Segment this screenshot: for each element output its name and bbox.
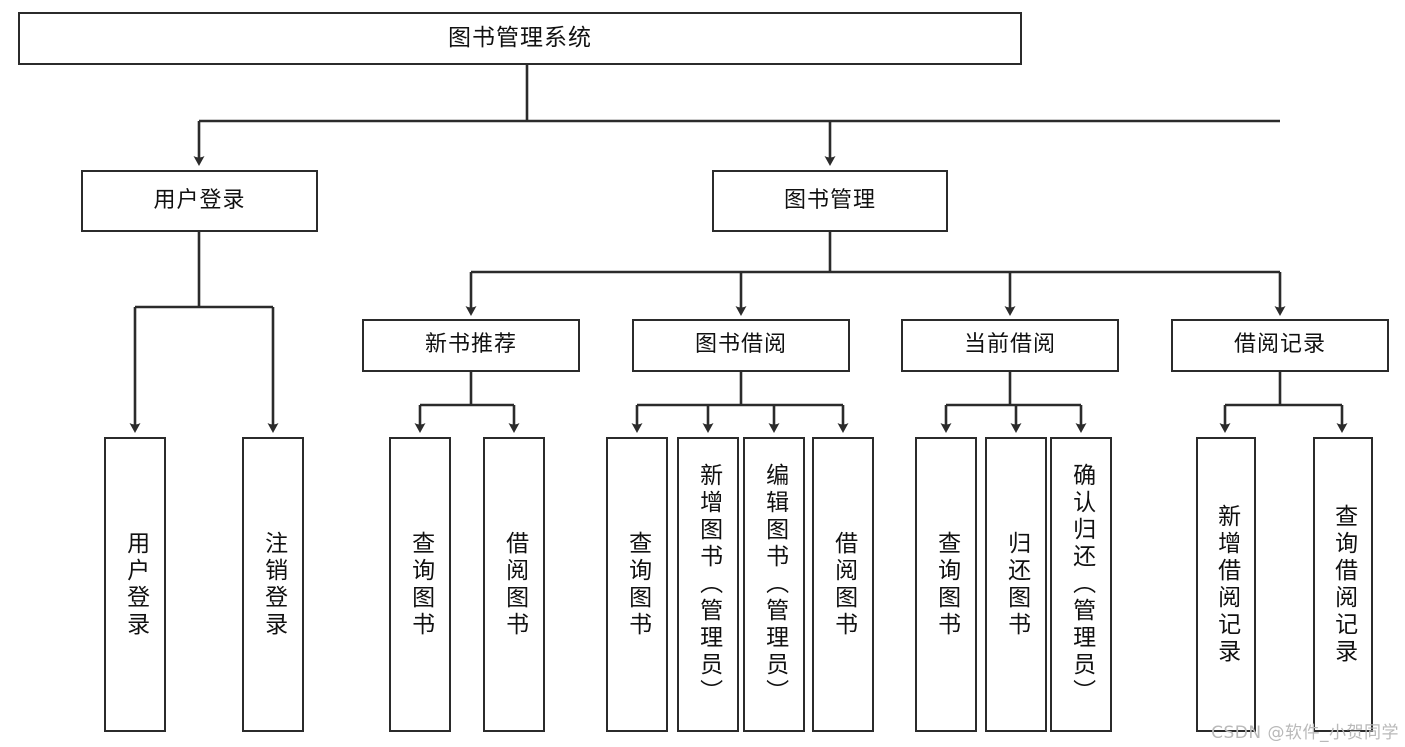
node-label: 查询图书: [407, 530, 434, 639]
leaf-borrow-edit-book-admin[interactable]: 编辑图书（管理员）: [743, 437, 805, 732]
node-label: 查询图书: [624, 530, 651, 639]
node-new-book-recommend[interactable]: 新书推荐: [362, 319, 580, 372]
node-label: 确认归还（管理员）: [1068, 463, 1095, 706]
node-label: 新增图书（管理员）: [695, 463, 722, 706]
node-current-borrow[interactable]: 当前借阅: [901, 319, 1119, 372]
node-label: 新书推荐: [424, 332, 517, 358]
leaf-current-return-book[interactable]: 归还图书: [985, 437, 1047, 732]
node-label: 图书借阅: [694, 332, 787, 358]
node-label: 新增借阅记录: [1213, 503, 1240, 666]
leaf-current-confirm-return-admin[interactable]: 确认归还（管理员）: [1050, 437, 1112, 732]
node-label: 编辑图书（管理员）: [761, 463, 788, 706]
node-label: 查询借阅记录: [1330, 503, 1357, 666]
leaf-borrow-query-book[interactable]: 查询图书: [606, 437, 668, 732]
leaf-borrow-borrow-book[interactable]: 借阅图书: [812, 437, 874, 732]
node-label: 注销登录: [260, 530, 287, 639]
node-label: 借阅记录: [1233, 332, 1326, 358]
node-label: 借阅图书: [501, 530, 528, 639]
node-root-system[interactable]: 图书管理系统: [18, 12, 1022, 65]
node-user-login[interactable]: 用户登录: [81, 170, 318, 232]
leaf-current-query-book[interactable]: 查询图书: [915, 437, 977, 732]
node-label: 归还图书: [1003, 530, 1030, 639]
node-label: 当前借阅: [963, 332, 1056, 358]
node-label: 查询图书: [933, 530, 960, 639]
leaf-record-add-record[interactable]: 新增借阅记录: [1196, 437, 1256, 732]
node-label: 用户登录: [153, 187, 246, 213]
node-label: 图书管理: [783, 187, 876, 213]
node-borrow-record[interactable]: 借阅记录: [1171, 319, 1389, 372]
node-book-borrow[interactable]: 图书借阅: [632, 319, 850, 372]
leaf-new-book-borrow[interactable]: 借阅图书: [483, 437, 545, 732]
leaf-user-login-logout[interactable]: 注销登录: [242, 437, 304, 732]
node-label: 用户登录: [122, 530, 149, 639]
leaf-new-book-query[interactable]: 查询图书: [389, 437, 451, 732]
leaf-record-query-record[interactable]: 查询借阅记录: [1313, 437, 1373, 732]
leaf-user-login-login[interactable]: 用户登录: [104, 437, 166, 732]
node-label: 图书管理系统: [448, 24, 592, 51]
leaf-borrow-add-book-admin[interactable]: 新增图书（管理员）: [677, 437, 739, 732]
node-book-management[interactable]: 图书管理: [712, 170, 948, 232]
node-label: 借阅图书: [830, 530, 857, 639]
